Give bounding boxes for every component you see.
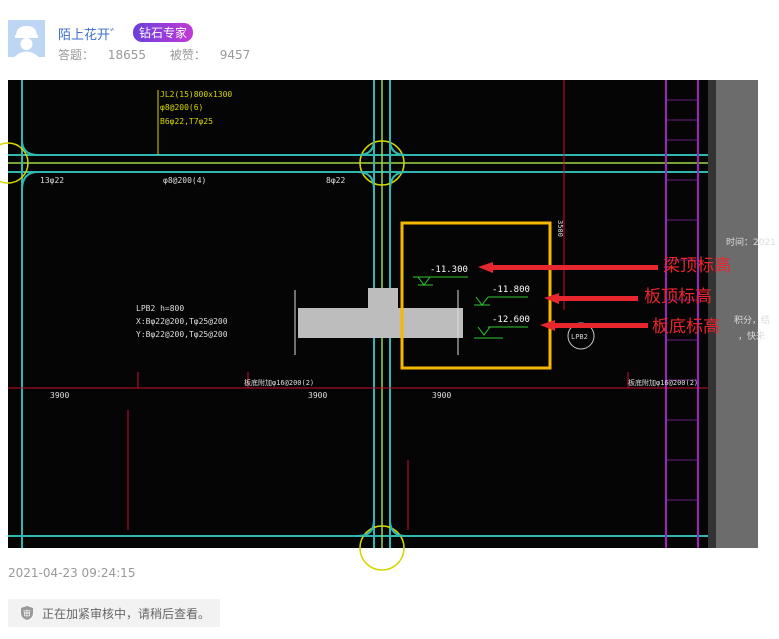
side-text-1: 时间：2021 [726, 236, 776, 248]
dim-label-2: φ8@200(4) [163, 176, 206, 185]
likes-stat: 被赞： 9457 [170, 48, 260, 62]
answers-count: 18655 [107, 48, 147, 62]
span-1: 3900 [50, 391, 69, 400]
rebar-note-right: 板底附加φ16@200(2) [628, 378, 698, 387]
review-notice: 审 正在加紧审核中，请稍后查看。 [8, 599, 220, 627]
cad-drawing: JL2(15)800x1300 φ8@200(6) B6φ22,T7φ25 13… [0, 80, 776, 571]
expert-badge: 钻石专家 [133, 23, 194, 42]
callout-beam-top: 梁顶标高 [663, 256, 731, 276]
beam-note-3: B6φ22,T7φ25 [160, 117, 213, 126]
likes-label: 被赞： [169, 48, 206, 62]
review-notice-text: 正在加紧审核中，请稍后查看。 [42, 607, 211, 621]
dim-label-1: 13φ22 [40, 176, 64, 185]
callout-slab-bottom: 板底标高 [652, 317, 720, 337]
span-3: 3900 [432, 391, 451, 400]
slab-note-1: LPB2 h=800 [136, 304, 184, 313]
likes-count: 9457 [219, 48, 251, 62]
elevation-1: -11.300 [430, 265, 468, 275]
elevation-2: -11.800 [492, 285, 530, 295]
shield-icon: 审 [21, 606, 33, 620]
svg-text:审: 审 [23, 609, 31, 619]
user-avatar[interactable] [8, 20, 45, 57]
beam-note-2: φ8@200(6) [160, 103, 203, 112]
attached-drawing-image[interactable]: JL2(15)800x1300 φ8@200(6) B6φ22,T7φ25 13… [0, 80, 776, 571]
post-timestamp: 2021-04-23 09:24:15 [8, 566, 136, 580]
answers-label: 答题： [58, 48, 95, 62]
user-stats: 答题： 18655 被赞： 9457 [58, 46, 270, 63]
callout-slab-top: 板顶标高 [644, 287, 712, 307]
side-text-2: 积分，结 [734, 314, 770, 326]
elevation-3: -12.600 [492, 315, 530, 325]
username-link[interactable]: 陌上花开゛ [58, 28, 124, 43]
slab-note-2: X:Bφ22@200,Tφ25@200 [136, 317, 228, 326]
post-header: 陌上花开゛ 钻石专家 答题： 18655 被赞： 9457 [8, 20, 768, 64]
dim-label-3: 8φ22 [326, 176, 345, 185]
slab-note-3: Y:Bφ22@200,Tφ25@200 [136, 330, 228, 339]
answers-stat: 答题： 18655 [58, 48, 156, 62]
side-text-3: ，快来 [738, 330, 765, 342]
vertical-dim: 3500 [556, 220, 564, 237]
beam-note-1: JL2(15)800x1300 [160, 90, 232, 99]
lpb-tag: LPB2 [571, 333, 588, 341]
avatar-icon [8, 20, 45, 57]
span-2: 3900 [308, 391, 327, 400]
rebar-note-left: 板底附加φ16@200(2) [244, 378, 314, 387]
